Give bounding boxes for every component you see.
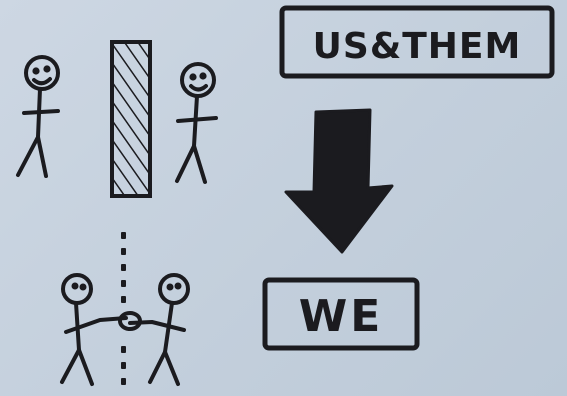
us-and-them-box: US&THEM bbox=[282, 8, 552, 76]
us-and-them-label: US&THEM bbox=[313, 26, 522, 67]
hatched-wall-icon bbox=[112, 42, 150, 196]
we-label: WE bbox=[299, 291, 384, 342]
we-box: WE bbox=[265, 280, 417, 348]
left-handshake-figure bbox=[62, 275, 126, 384]
down-arrow-icon bbox=[286, 110, 392, 252]
right-handshake-figure bbox=[130, 275, 188, 384]
right-person-figure bbox=[177, 64, 216, 182]
dotted-line-icon bbox=[121, 232, 126, 385]
left-person-figure bbox=[18, 57, 58, 176]
